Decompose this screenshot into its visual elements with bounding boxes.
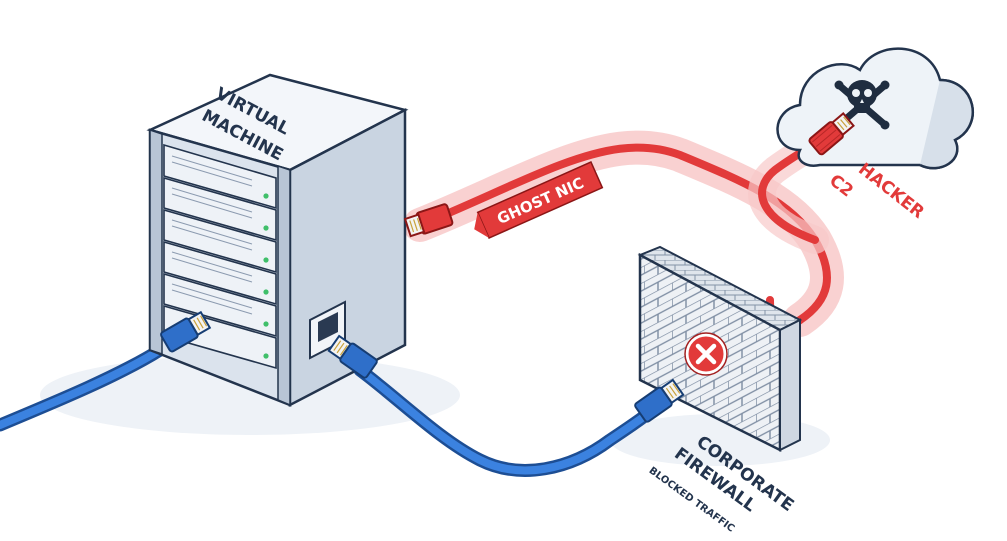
blue-rj45-plug-firewall <box>634 378 685 423</box>
server-shadow <box>40 355 460 435</box>
skull-crossbones-icon <box>834 80 890 130</box>
hacker-label-line2: C2 <box>825 171 856 202</box>
hacker-cloud <box>776 47 974 170</box>
corporate-firewall <box>637 245 803 453</box>
status-led <box>263 353 269 359</box>
status-led <box>263 321 269 327</box>
ghost-nic-rj45-plug <box>403 203 454 238</box>
hacker-rj45-plug <box>808 112 855 156</box>
blue-rj45-plug-server-side <box>327 334 378 379</box>
status-led <box>263 289 269 295</box>
blue-rj45-plug-server-front <box>160 310 212 353</box>
ethernet-cable-to-firewall <box>353 363 667 477</box>
hacker-label: HACKER C2 <box>825 159 928 223</box>
status-led <box>263 193 269 199</box>
status-led <box>263 257 269 263</box>
hacker-label-line1: HACKER <box>854 159 928 223</box>
virtual-machine-server: VIRTUAL MACHINE <box>146 73 409 408</box>
status-led <box>263 225 269 231</box>
blocked-x-icon <box>684 332 728 376</box>
